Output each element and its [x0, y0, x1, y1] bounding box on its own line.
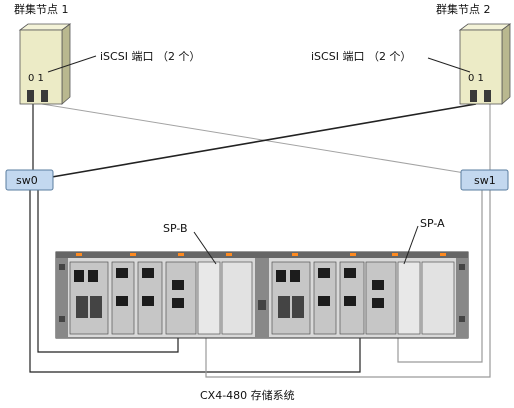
sp-a-callout-line — [403, 225, 419, 265]
port-0 — [470, 90, 477, 102]
port-1 — [41, 90, 48, 102]
switch-sw1-label: sw1 — [474, 174, 496, 187]
sp-b-label: SP-B — [163, 222, 188, 235]
tower-front — [459, 29, 503, 105]
sp-b-modules — [69, 261, 253, 335]
tower-side — [501, 23, 511, 105]
port-numbers: 0 1 — [28, 73, 44, 84]
status-leds — [76, 253, 446, 256]
sp-b-callout-line — [193, 231, 217, 265]
port-0 — [27, 90, 34, 102]
port-1 — [484, 90, 491, 102]
tower-side — [61, 23, 71, 105]
cable-node1-to-sw1 — [41, 103, 472, 175]
cables — [29, 103, 491, 378]
storage-enclosure — [55, 251, 469, 339]
cluster-node-1: 0 1 — [18, 23, 72, 105]
switch-sw1: sw1 — [460, 169, 509, 191]
callout-line-node2 — [427, 57, 471, 73]
node-1-label: 群集节点 1 — [14, 2, 69, 16]
node-2-label: 群集节点 2 — [436, 2, 491, 16]
node-1-iscsi-callout: iSCSI 端口 （2 个） — [100, 50, 200, 63]
node-2-iscsi-callout: iSCSI 端口 （2 个） — [311, 50, 411, 63]
tower-top — [18, 23, 72, 31]
cluster-node-2: 0 1 — [458, 23, 512, 105]
switch-sw0-label: sw0 — [16, 174, 38, 187]
cable-node2-to-sw0 — [45, 103, 477, 179]
storage-system-label: CX4-480 存储系统 — [200, 388, 295, 402]
switch-sw0: sw0 — [5, 169, 54, 191]
tower-top — [458, 23, 512, 31]
sp-a-modules — [271, 261, 455, 335]
callout-line-node1 — [47, 55, 97, 73]
sp-a-label: SP-A — [420, 217, 445, 230]
port-numbers: 0 1 — [468, 73, 484, 84]
